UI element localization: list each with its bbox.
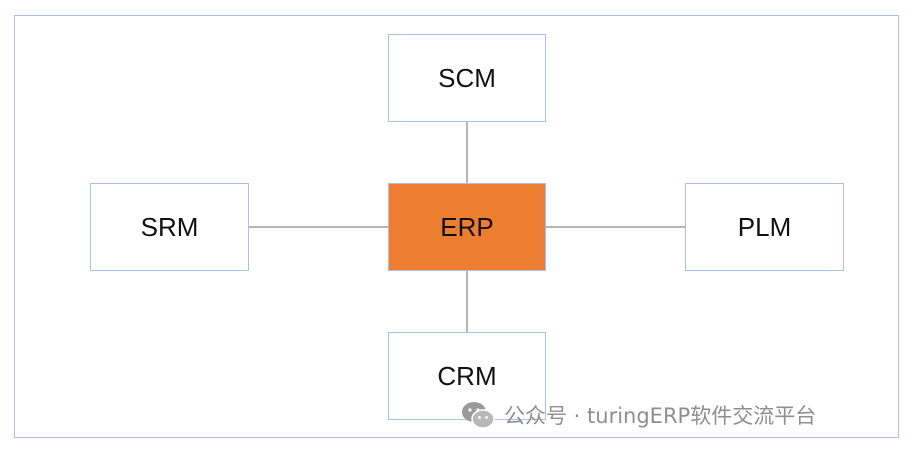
watermark: 公众号 · turingERP软件交流平台 xyxy=(460,398,816,432)
node-erp: ERP xyxy=(388,183,546,271)
node-srm: SRM xyxy=(90,183,249,271)
node-plm-label: PLM xyxy=(737,211,792,242)
node-scm: SCM xyxy=(388,34,546,122)
node-erp-label: ERP xyxy=(440,211,494,242)
node-srm-label: SRM xyxy=(140,211,199,242)
node-plm: PLM xyxy=(685,183,844,271)
node-crm-label: CRM xyxy=(437,360,497,391)
connector-right xyxy=(546,226,685,228)
node-scm-label: SCM xyxy=(438,62,496,93)
watermark-text: 公众号 · turingERP软件交流平台 xyxy=(504,404,817,428)
connector-bottom xyxy=(466,271,468,332)
connector-top xyxy=(466,122,468,184)
connector-left xyxy=(249,226,388,228)
wechat-icon xyxy=(460,400,496,430)
